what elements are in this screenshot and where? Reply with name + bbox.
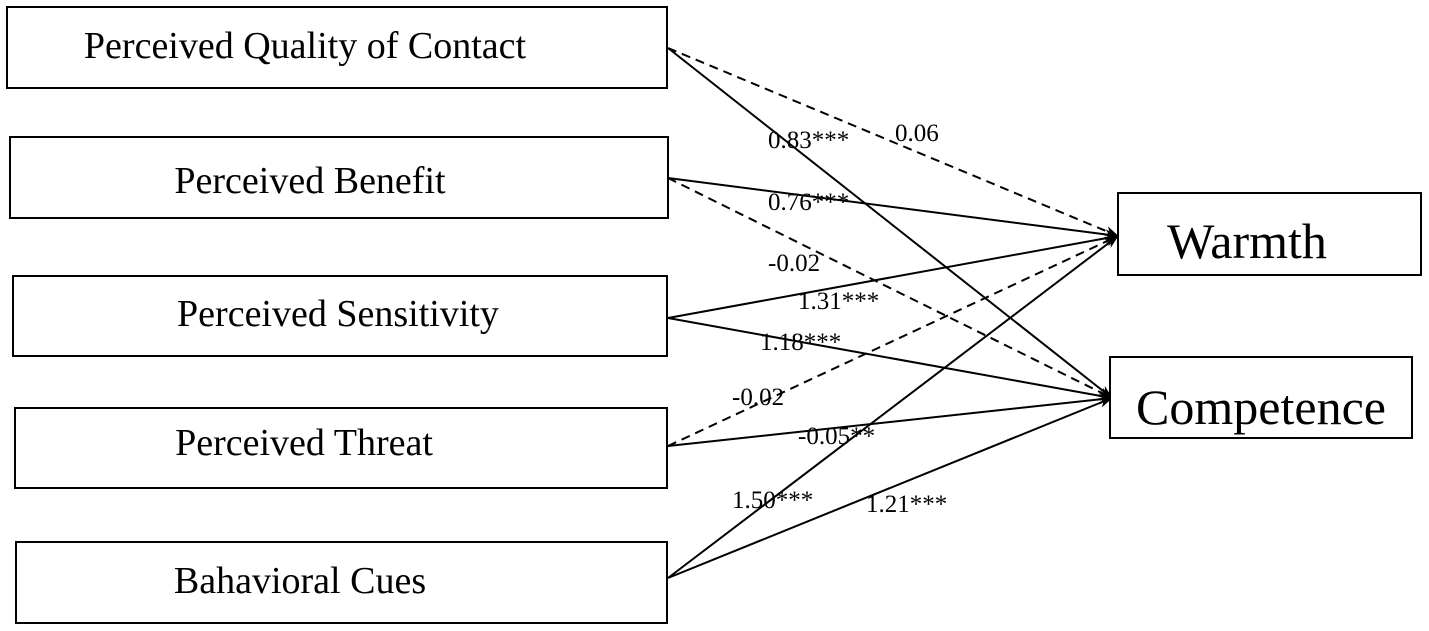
- coefficient-sensitivity-competence: 1.18***: [760, 329, 841, 356]
- node-quality: Perceived Quality of Contact: [6, 6, 668, 89]
- coefficient-sensitivity-warmth: 1.31***: [798, 288, 879, 315]
- node-label-benefit: Perceived Benefit: [174, 160, 446, 202]
- coefficient-cues-competence: 1.21***: [866, 491, 947, 518]
- node-label-sensitivity: Perceived Sensitivity: [177, 293, 499, 335]
- node-cues: Bahavioral Cues: [15, 541, 668, 624]
- path-cues-to-warmth: [667, 235, 1119, 579]
- coefficient-threat-competence: -0.05**: [798, 423, 875, 450]
- coefficient-benefit-warmth: 0.76***: [768, 189, 849, 216]
- edges: [667, 47, 1119, 579]
- node-label-competence: Competence: [1136, 379, 1386, 435]
- node-sensitivity: Perceived Sensitivity: [12, 275, 668, 357]
- path-quality-to-competence: [667, 47, 1113, 399]
- node-threat: Perceived Threat: [14, 407, 668, 489]
- node-competence: Competence: [1109, 356, 1413, 439]
- coefficient-benefit-competence: -0.02: [768, 250, 820, 277]
- node-warmth: Warmth: [1117, 192, 1422, 276]
- coefficients: 0.83*** 0.06 0.76*** -0.02 1.31*** 1.18*…: [732, 120, 947, 518]
- path-cues-to-competence: [667, 397, 1113, 579]
- path-sensitivity-to-warmth: [667, 233, 1119, 319]
- coefficient-quality-competence: 0.83***: [768, 127, 849, 154]
- node-benefit: Perceived Benefit: [9, 136, 669, 219]
- path-benefit-to-warmth: [667, 177, 1119, 240]
- coefficient-quality-warmth: 0.06: [895, 120, 939, 147]
- node-label-warmth: Warmth: [1167, 213, 1327, 269]
- node-label-quality: Perceived Quality of Contact: [84, 25, 527, 67]
- path-threat-to-competence: [667, 394, 1113, 447]
- node-label-cues: Bahavioral Cues: [174, 560, 426, 602]
- path-sensitivity-to-competence: [667, 317, 1113, 401]
- coefficient-threat-warmth: -0.02: [732, 384, 784, 411]
- node-label-threat: Perceived Threat: [175, 422, 433, 464]
- coefficient-cues-warmth: 1.50***: [732, 487, 813, 514]
- path-benefit-to-competence: [667, 177, 1113, 399]
- path-threat-to-warmth: [667, 235, 1119, 447]
- path-quality-to-warmth: [667, 47, 1119, 237]
